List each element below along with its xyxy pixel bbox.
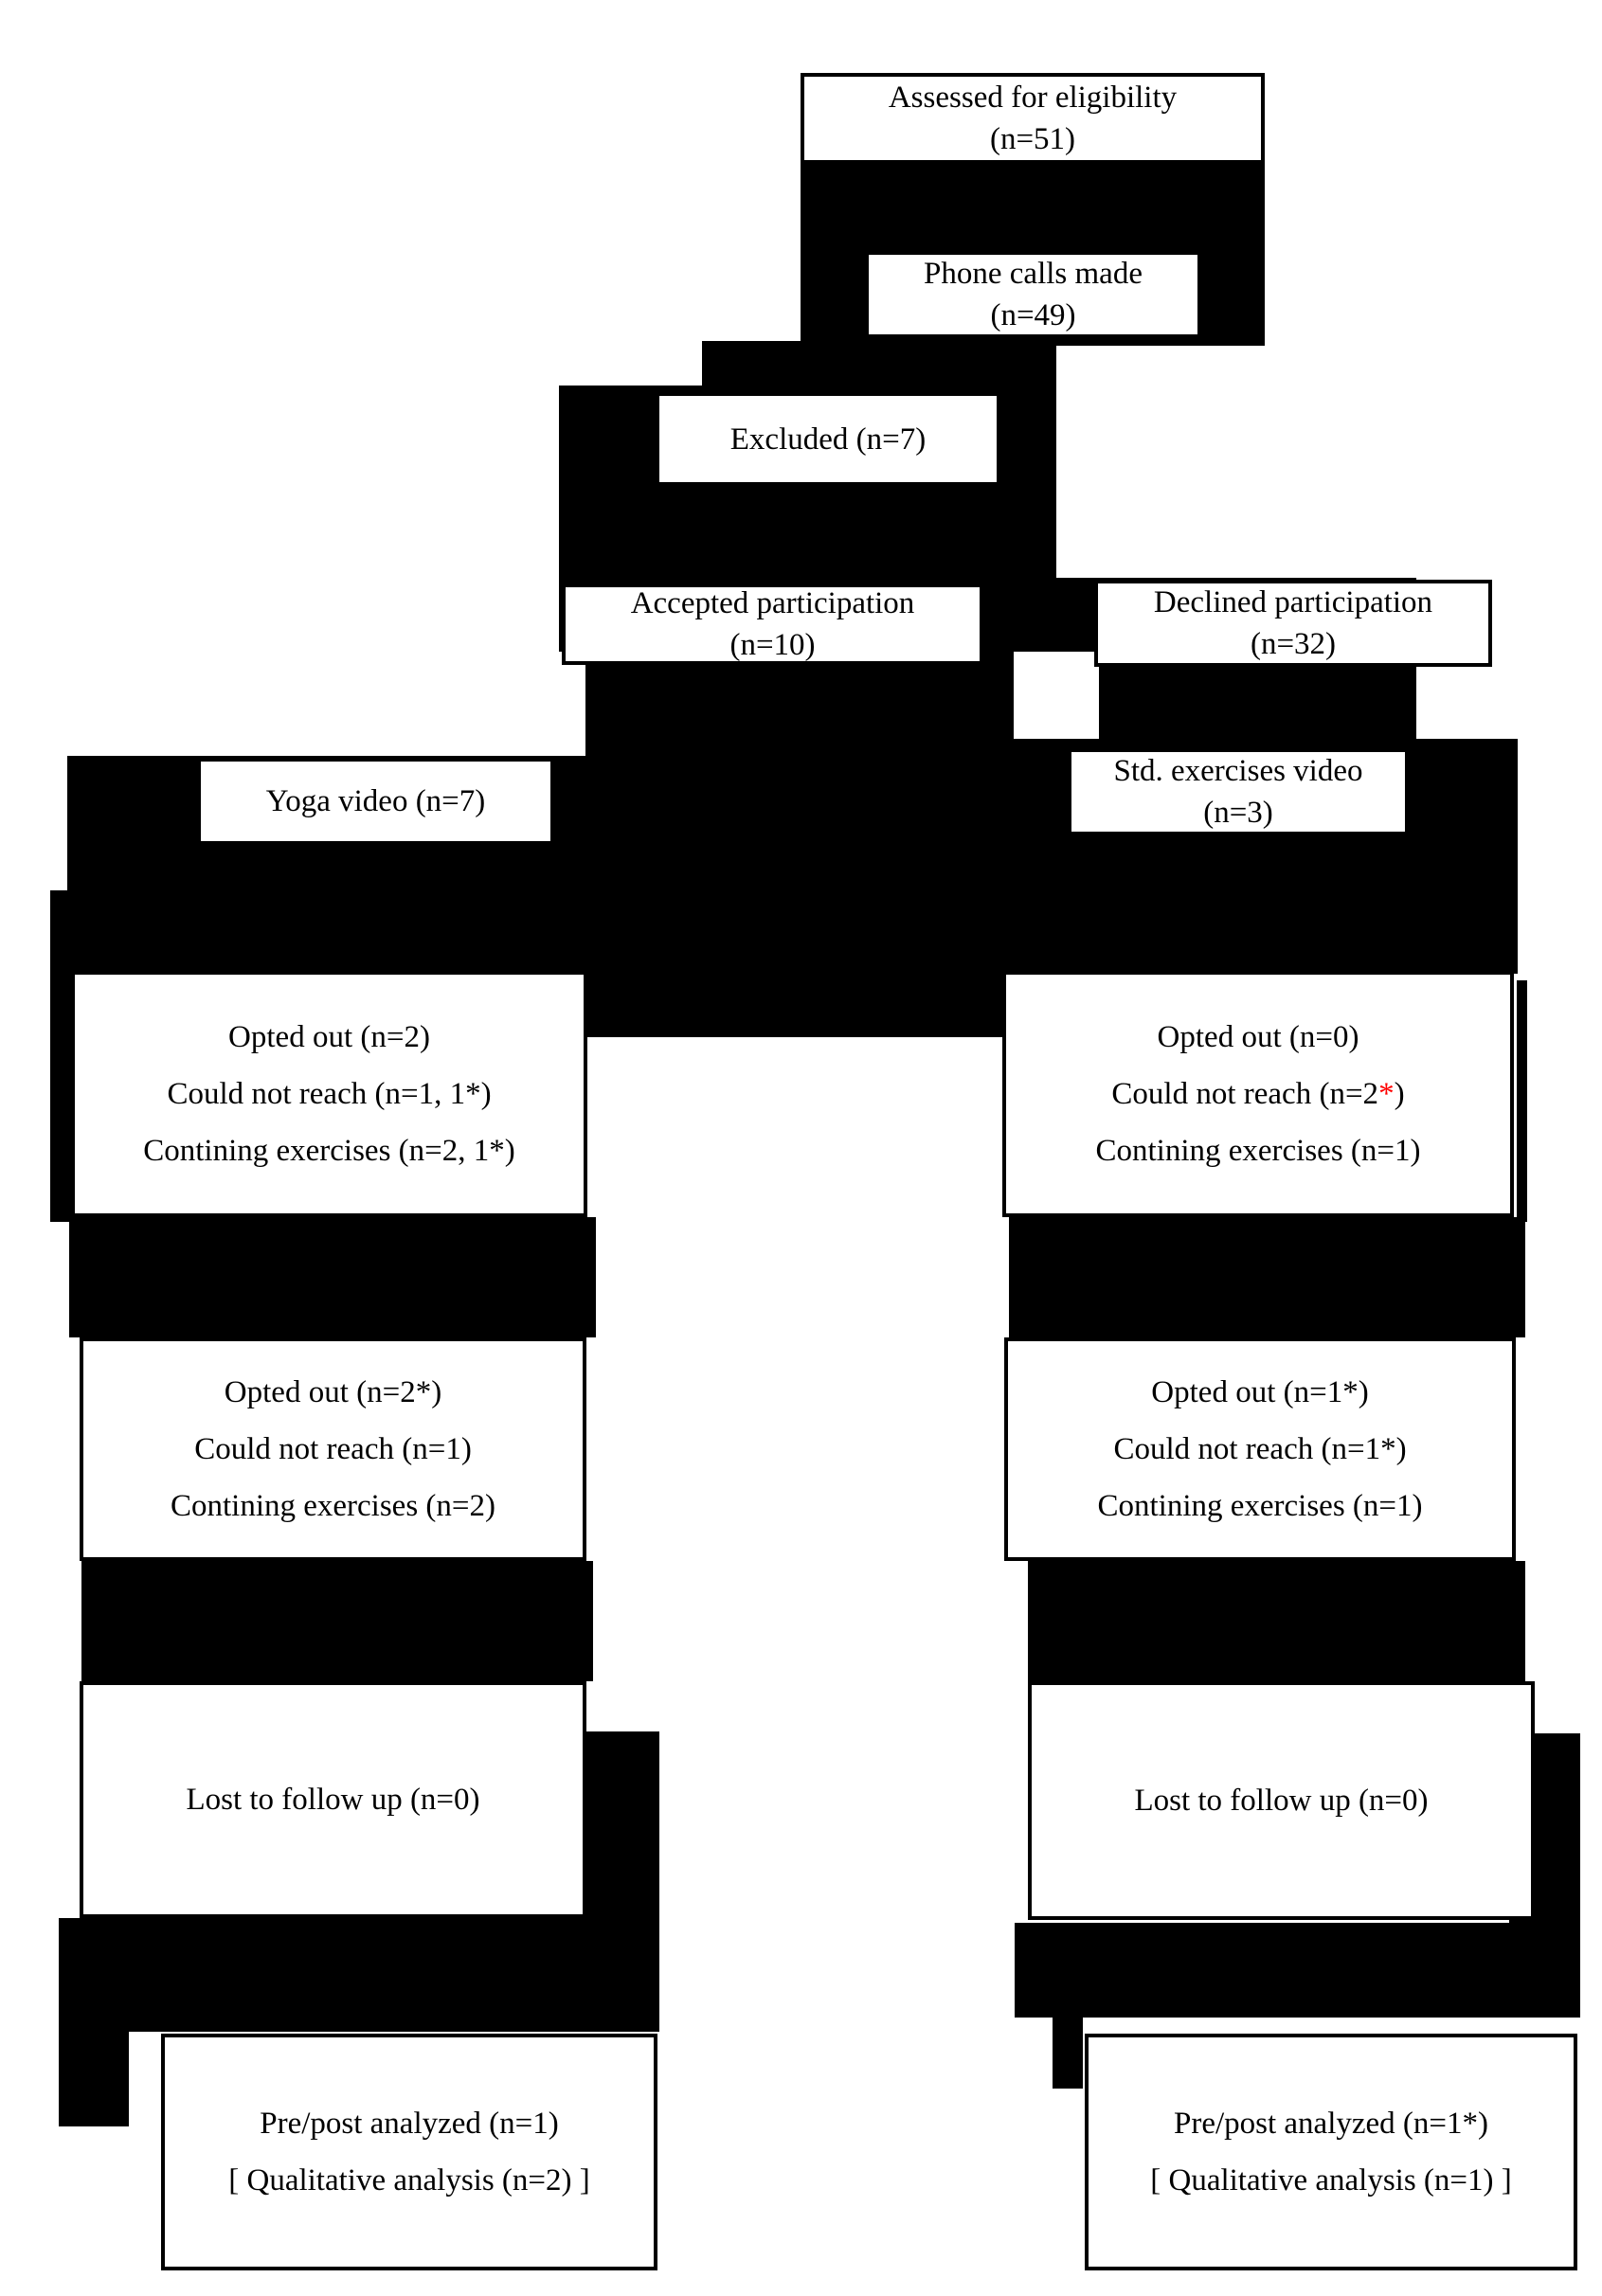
line-segment: ) — [1394, 1077, 1405, 1111]
box-line: Pre/post analyzed (n=1*) — [1173, 2107, 1488, 2141]
connector-std-right-strip — [1517, 980, 1527, 1222]
box-line: (n=51) — [989, 122, 1076, 156]
box-line: Lost to follow up (n=0) — [1134, 1784, 1429, 1818]
connector-central-column — [585, 625, 1014, 1037]
box-line: Contining exercises (n=1) — [1095, 1134, 1421, 1168]
box-accepted-participation: Accepted participation (n=10) — [562, 583, 983, 665]
box-std-lost-to-follow-up: Lost to follow up (n=0) — [1028, 1681, 1535, 1920]
box-line: Excluded (n=7) — [729, 422, 927, 457]
box-line: Opted out (n=1*) — [1151, 1375, 1369, 1409]
connector-yoga-band-2 — [69, 1217, 596, 1337]
box-line: Could not reach (n=1) — [194, 1432, 472, 1466]
box-line: Pre/post analyzed (n=1) — [260, 2107, 559, 2141]
connector-yoga-bottom-band — [59, 1918, 659, 2032]
box-line: Opted out (n=2) — [228, 1020, 430, 1054]
box-line: Lost to follow up (n=0) — [186, 1783, 480, 1817]
box-assessed-for-eligibility: Assessed for eligibility (n=51) — [801, 73, 1265, 164]
box-line: Opted out (n=0) — [1157, 1020, 1359, 1054]
box-std-exercises-video: Std. exercises video (n=3) — [1068, 748, 1409, 835]
box-line: [ Qualitative analysis (n=1) ] — [1150, 2163, 1512, 2197]
box-line: [ Qualitative analysis (n=2) ] — [228, 2163, 590, 2197]
box-line: (n=10) — [729, 628, 816, 662]
box-line: Contining exercises (n=2, 1*) — [143, 1134, 515, 1168]
box-line: Contining exercises (n=1) — [1097, 1489, 1423, 1523]
box-line: Phone calls made — [924, 257, 1143, 291]
box-line: Accepted participation — [630, 586, 915, 620]
box-line: (n=3) — [1203, 796, 1273, 830]
box-line: Could not reach (n=1, 1*) — [167, 1077, 492, 1111]
box-phone-calls-made: Phone calls made (n=49) — [865, 251, 1201, 338]
box-line: Opted out (n=2*) — [224, 1375, 442, 1409]
box-line: (n=32) — [1250, 627, 1337, 661]
box-excluded: Excluded (n=7) — [656, 392, 1000, 486]
connector-std-band-3 — [1028, 1561, 1525, 1681]
line-segment: Could not reach (n=2 — [1111, 1077, 1379, 1111]
connector-std-bottom-band — [1015, 1923, 1580, 2018]
connector-std-band-2 — [1009, 1217, 1525, 1337]
connector-yoga-bottom-notch — [59, 2032, 129, 2126]
box-line: Declined participation — [1153, 585, 1433, 619]
box-yoga-analyzed: Pre/post analyzed (n=1) [ Qualitative an… — [161, 2034, 657, 2270]
red-asterisk: * — [1378, 1077, 1395, 1111]
box-line: Yoga video (n=7) — [265, 784, 486, 818]
box-yoga-timepoint-2: Opted out (n=2*) Could not reach (n=1) C… — [80, 1337, 586, 1561]
box-line: Could not reach (n=2*) — [1111, 1066, 1404, 1122]
box-yoga-timepoint-1: Opted out (n=2) Could not reach (n=1, 1*… — [71, 971, 587, 1217]
box-std-timepoint-2: Opted out (n=1*) Could not reach (n=1*) … — [1004, 1337, 1516, 1561]
box-std-timepoint-1: Opted out (n=0) Could not reach (n=2*) C… — [1002, 971, 1514, 1217]
box-yoga-video: Yoga video (n=7) — [197, 758, 554, 845]
box-line: Contining exercises (n=2) — [170, 1489, 496, 1523]
connector-std-bottom-notch — [1053, 2018, 1083, 2089]
box-yoga-lost-to-follow-up: Lost to follow up (n=0) — [80, 1681, 586, 1918]
connector-yoga-band-3 — [81, 1561, 593, 1681]
box-line: Std. exercises video — [1113, 754, 1363, 788]
connector-yoga-left-strip — [50, 890, 75, 1222]
box-std-analyzed: Pre/post analyzed (n=1*) [ Qualitative a… — [1085, 2034, 1577, 2270]
box-line: Assessed for eligibility — [888, 81, 1178, 115]
box-line: Could not reach (n=1*) — [1113, 1432, 1407, 1466]
box-declined-participation: Declined participation (n=32) — [1094, 580, 1492, 667]
box-line: (n=49) — [990, 298, 1076, 332]
